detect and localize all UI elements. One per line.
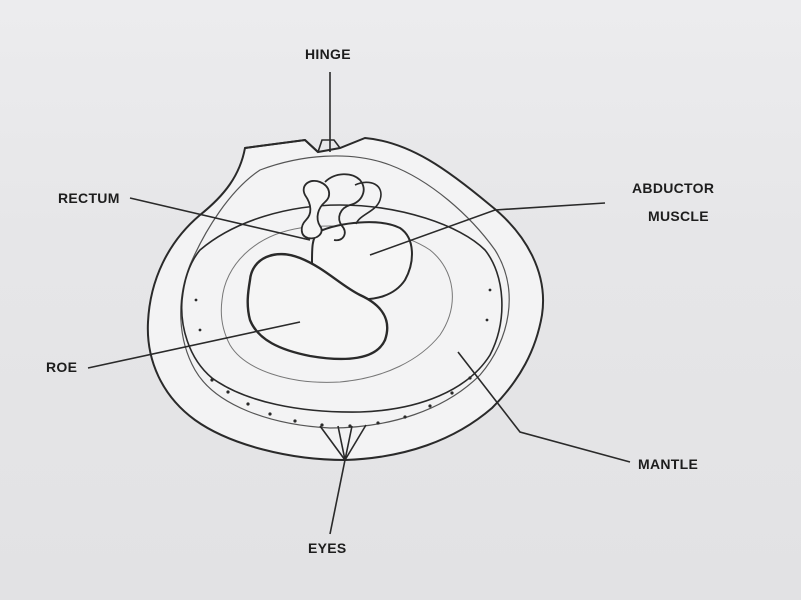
- label-hinge: HINGE: [305, 46, 351, 62]
- label-roe: ROE: [46, 359, 77, 375]
- label-mantle: MANTLE: [638, 456, 698, 472]
- label-eyes: EYES: [308, 540, 347, 556]
- label-rectum: RECTUM: [58, 190, 120, 206]
- eyes-leader-stem: [330, 460, 345, 534]
- label-abductor: ABDUCTOR: [632, 180, 714, 196]
- label-muscle: MUSCLE: [648, 208, 709, 224]
